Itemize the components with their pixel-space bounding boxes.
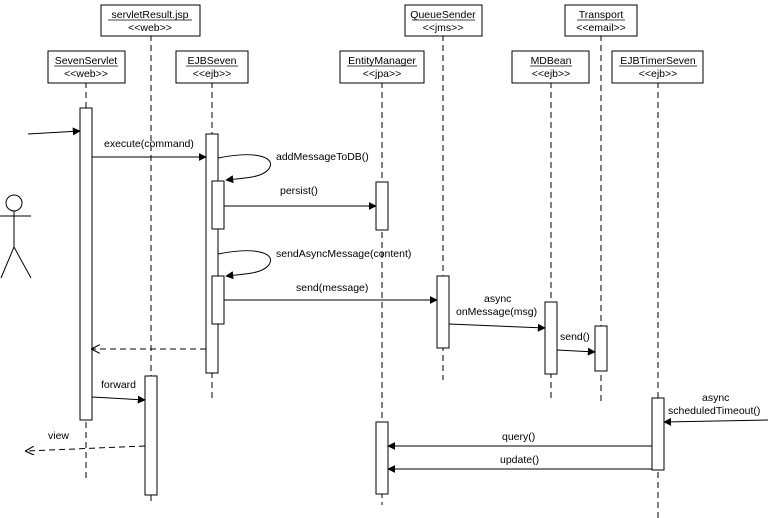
message-addmessagetodb-arrow <box>217 154 271 184</box>
participant-stereotype: <<web>> <box>64 68 108 80</box>
participant-name: servletResult.jsp <box>111 9 188 21</box>
participant-name: MDBean <box>531 55 572 67</box>
activation-sevenservlet <box>79 107 93 421</box>
message-query-label: query() <box>502 431 535 443</box>
participant-name: QueueSender <box>410 9 476 21</box>
message-execute-label: execute(command) <box>104 138 194 150</box>
participant-stereotype: <<jms>> <box>423 22 464 34</box>
activation-ejbtimerseven <box>651 397 665 471</box>
message-update-label: update() <box>500 454 539 466</box>
activation-transport <box>594 325 608 372</box>
message-send-message-label: send(message) <box>296 282 368 294</box>
participant-stereotype: <<web>> <box>128 22 172 34</box>
participant-queuesender: QueueSender <<jms>> <box>404 4 483 37</box>
participant-stereotype: <<ejb>> <box>639 68 678 80</box>
actor-figure <box>0 194 32 279</box>
message-forward-label: forward <box>101 379 136 391</box>
message-persist-label: persist() <box>280 185 318 197</box>
participant-entitymanager: EntityManager <<jpa>> <box>339 50 425 84</box>
activation-ejbseven <box>205 133 219 374</box>
activation-servletresult <box>144 375 158 496</box>
participant-mdbean: MDBean <<ejb>> <box>511 50 590 84</box>
message-scheduledtimeout-arrow <box>663 417 769 426</box>
participant-transport: Transport <<email>> <box>564 4 638 37</box>
participant-stereotype: <<ejb>> <box>193 68 232 80</box>
message-sendasyncmessage-arrow <box>217 250 271 280</box>
message-incoming-arrow <box>27 127 81 136</box>
participant-sevenservlet: SevenServlet <<web>> <box>47 50 126 84</box>
message-view-label: view <box>48 430 69 442</box>
message-onmessage-arrow <box>448 323 546 332</box>
activation-mdbean <box>544 301 558 375</box>
activation-ejbseven-adddb <box>211 180 225 230</box>
activation-entitymanager-query <box>375 421 389 495</box>
participant-name: EntityManager <box>348 55 416 67</box>
message-onmessage-label: onMessage(msg) <box>456 306 537 318</box>
participant-name: EJBTimerSeven <box>620 55 696 67</box>
message-addmessagetodb-label: addMessageToDB() <box>276 151 369 163</box>
participant-stereotype: <<jpa>> <box>363 68 402 80</box>
participant-name: EJBSeven <box>187 55 236 67</box>
participant-servletresult: servletResult.jsp <<web>> <box>100 4 201 37</box>
message-sendasyncmessage-label: sendAsyncMessage(content) <box>276 248 411 260</box>
participant-name: Transport <box>579 9 624 21</box>
message-scheduledtimeout-label: scheduledTimeout() <box>668 405 760 417</box>
message-forward-arrow <box>91 395 146 404</box>
activation-ejbseven-sendasync <box>211 275 225 325</box>
activation-queuesender <box>436 275 450 349</box>
message-send-label: send() <box>560 331 590 343</box>
activation-entitymanager-persist <box>375 181 389 231</box>
message-send-arrow <box>556 347 596 356</box>
participant-name: SevenServlet <box>55 55 118 67</box>
message-async2-label: async <box>702 392 729 404</box>
participant-ejbseven: EJBSeven <<ejb>> <box>175 50 249 84</box>
participant-ejbtimerseven: EJBTimerSeven <<ejb>> <box>611 50 704 84</box>
participant-stereotype: <<ejb>> <box>532 68 571 80</box>
participant-stereotype: <<email>> <box>576 22 626 34</box>
message-async-label: async <box>484 293 511 305</box>
